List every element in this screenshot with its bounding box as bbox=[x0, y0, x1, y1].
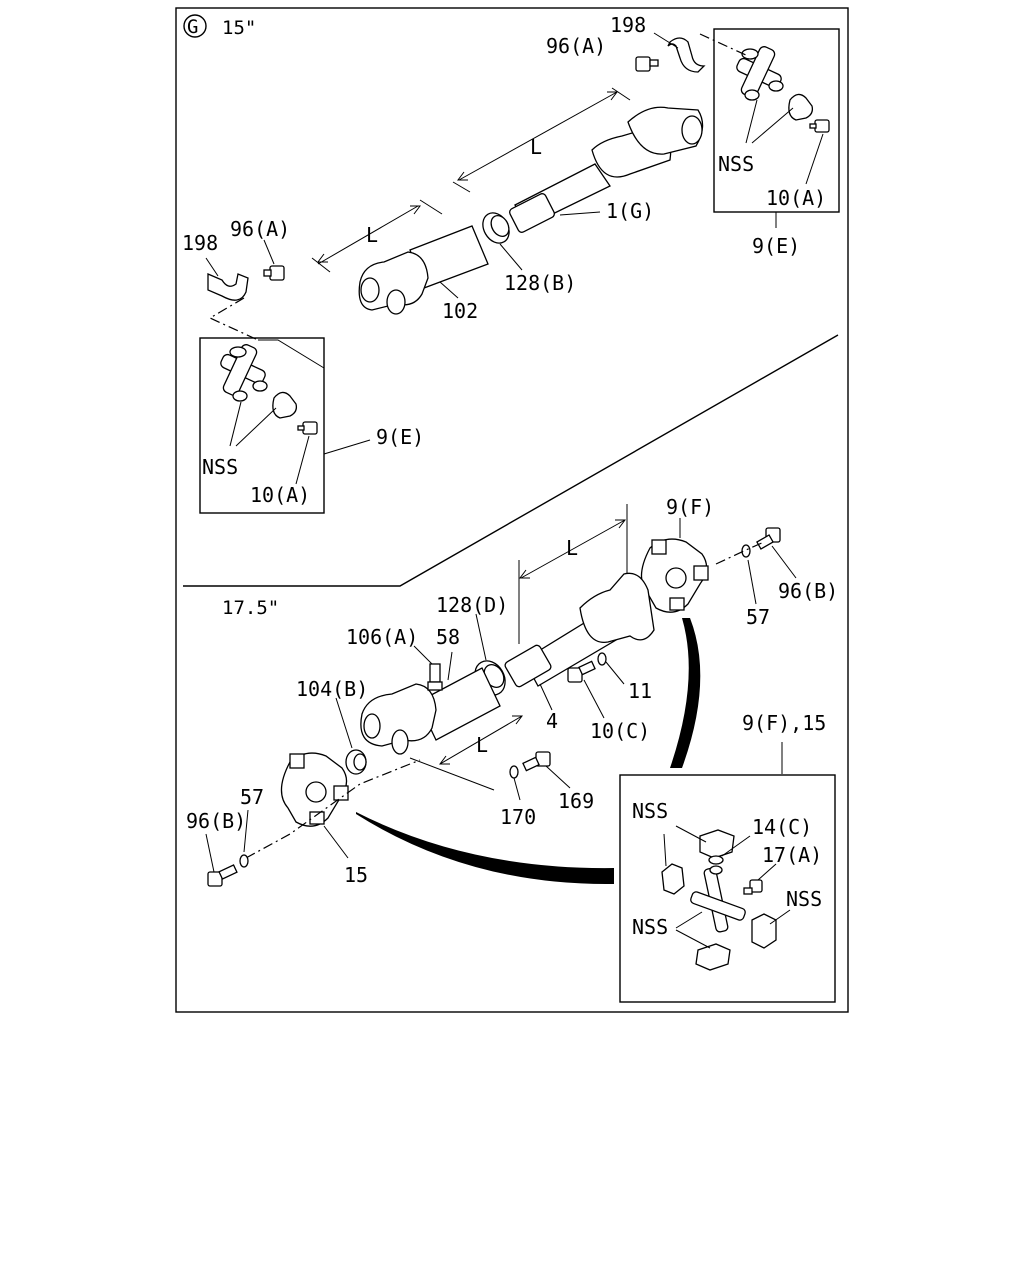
callout-curve-bottom bbox=[356, 812, 614, 885]
label-106a: 106(A) bbox=[346, 625, 418, 649]
label-128b: 128(B) bbox=[504, 271, 576, 295]
tube-yoke-102 bbox=[358, 225, 489, 315]
label-l-left: L bbox=[366, 223, 378, 247]
label-128d: 128(D) bbox=[436, 593, 508, 617]
bolt-96b-left bbox=[207, 864, 238, 887]
washer-57-right bbox=[741, 544, 751, 558]
flange-15 bbox=[280, 752, 349, 827]
label-nss-detail-right: NSS bbox=[786, 887, 822, 911]
label-57-right: 57 bbox=[746, 605, 770, 629]
section-mark-circle bbox=[183, 14, 207, 38]
slip-yoke-4 bbox=[504, 572, 655, 688]
size-15-label: 15" bbox=[222, 17, 256, 39]
label-11: 11 bbox=[628, 679, 652, 703]
label-170: 170 bbox=[500, 805, 536, 829]
label-96a-top: 96(A) bbox=[546, 34, 606, 58]
label-96a-left: 96(A) bbox=[230, 217, 290, 241]
flange-9f-top bbox=[640, 538, 709, 613]
label-nss-left: NSS bbox=[202, 455, 238, 479]
bolt-10c bbox=[567, 660, 596, 683]
label-nss-detail-left: NSS bbox=[632, 915, 668, 939]
grease-fitting-106a bbox=[427, 663, 443, 691]
callout-curve-right bbox=[670, 618, 701, 768]
label-15: 15 bbox=[344, 863, 368, 887]
dimension-l-left bbox=[311, 199, 443, 273]
detail-box-9f-15 bbox=[619, 774, 836, 1003]
diagram-frame bbox=[175, 7, 849, 1013]
label-nss-top-right: NSS bbox=[718, 152, 754, 176]
label-102: 102 bbox=[442, 299, 478, 323]
section-divider bbox=[183, 334, 839, 587]
label-57-left: 57 bbox=[240, 785, 264, 809]
section-mark: G bbox=[187, 16, 198, 38]
strap-198-left bbox=[207, 273, 249, 301]
label-9e-left: 9(E) bbox=[376, 425, 424, 449]
label-198-top: 198 bbox=[610, 13, 646, 37]
label-1g: 1(G) bbox=[606, 199, 654, 223]
bolt-169 bbox=[522, 751, 551, 772]
strap-198-top bbox=[667, 37, 706, 73]
label-10a-top-right: 10(A) bbox=[766, 186, 826, 210]
label-10c: 10(C) bbox=[590, 719, 650, 743]
dimension-l-bottom bbox=[409, 715, 523, 791]
slip-yoke-1g bbox=[509, 106, 704, 233]
label-4: 4 bbox=[546, 709, 558, 733]
seal-128b bbox=[482, 212, 510, 244]
washer-57-left bbox=[239, 854, 249, 868]
seal-104b bbox=[345, 749, 367, 775]
label-96b-left: 96(B) bbox=[186, 809, 246, 833]
dimension-l-upper bbox=[452, 87, 631, 193]
kit-9e-top-right bbox=[713, 28, 840, 213]
kit-9e-left bbox=[199, 337, 325, 514]
washer-11 bbox=[597, 652, 607, 666]
label-96b-right: 96(B) bbox=[778, 579, 838, 603]
label-169: 169 bbox=[558, 789, 594, 813]
washer-170 bbox=[509, 765, 519, 779]
label-198-left: 198 bbox=[182, 231, 218, 255]
label-58: 58 bbox=[436, 625, 460, 649]
bolt-96a-top bbox=[635, 56, 659, 72]
label-9f: 9(F) bbox=[666, 495, 714, 519]
dimension-l-lower bbox=[518, 504, 628, 644]
label-l-lower: L bbox=[566, 536, 578, 560]
label-9e-top-right: 9(E) bbox=[752, 234, 800, 258]
label-17a: 17(A) bbox=[762, 843, 822, 867]
label-10a-left: 10(A) bbox=[250, 483, 310, 507]
size-175-label: 17.5" bbox=[222, 597, 279, 619]
bolt-96b-right bbox=[756, 527, 781, 550]
bolt-96a-left bbox=[263, 265, 285, 281]
label-104b: 104(B) bbox=[296, 677, 368, 701]
tube-yoke-58 bbox=[360, 667, 501, 755]
label-l-upper: L bbox=[530, 135, 542, 159]
label-l-bottom: L bbox=[476, 733, 488, 757]
label-14c: 14(C) bbox=[752, 815, 812, 839]
label-nss-detail-top: NSS bbox=[632, 799, 668, 823]
label-9f-15: 9(F),15 bbox=[742, 711, 826, 735]
